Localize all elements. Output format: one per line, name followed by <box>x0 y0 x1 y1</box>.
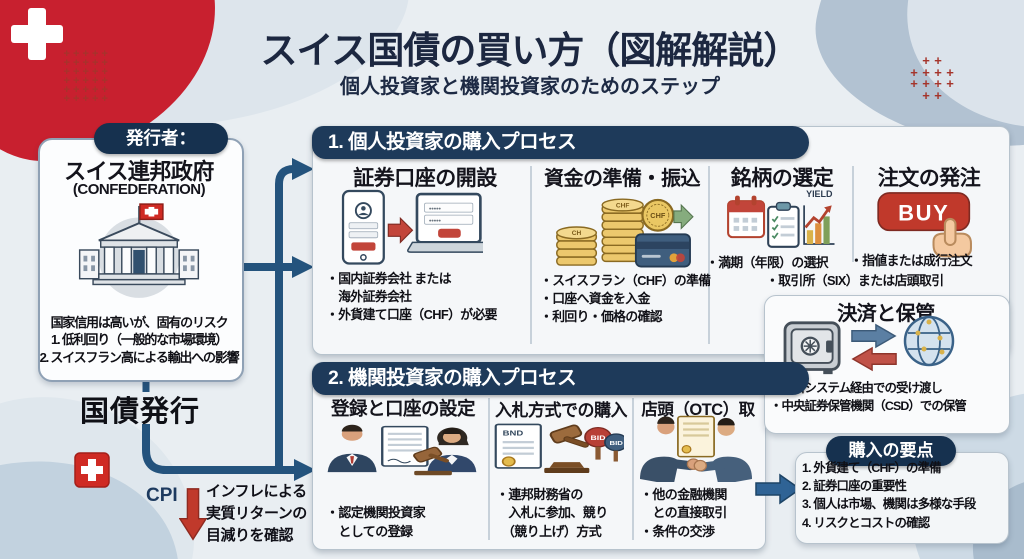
buy-button-pointer-icon: BUY <box>877 192 972 258</box>
calendar-checklist-chart-icon: YIELD <box>727 189 835 248</box>
parliament-building-icon <box>78 203 200 298</box>
divider <box>632 398 634 540</box>
bullet: ・外貨建て口座（CHF）が必要 <box>326 307 497 323</box>
divider <box>530 166 532 344</box>
coin-face-chf: CHF <box>650 211 666 220</box>
buy-label: BUY <box>898 201 949 226</box>
divider <box>852 166 854 262</box>
coin-label-chf: CHF <box>616 203 630 210</box>
step2-title: 資金の準備・振込 <box>544 168 701 190</box>
phone-signup-to-laptop-icon: ••••• ••••• <box>341 189 484 265</box>
bullet: ・指値または成行注文 <box>850 253 973 268</box>
bullet: ・認定機関投資家 としての登録 <box>326 505 426 539</box>
plus-pattern-top-left: ++++++++++++++++++++++++++++++ <box>63 48 108 105</box>
bullet: ・条件の交渉 <box>640 523 715 539</box>
bullet: ・スイスフラン（CHF）の準備 <box>540 273 711 288</box>
step2-bullets: ・スイスフラン（CHF）の準備 ・口座へ資金を入金 ・利回り・価格の確認 <box>540 272 716 326</box>
masked-field-dots: ••••• <box>429 205 441 212</box>
divider <box>488 398 490 540</box>
transfer-arrows-icon <box>851 323 897 372</box>
bullet: ・中央証券保管機関（CSD）での保管 <box>770 398 967 413</box>
keypoint-item: 4. リスクとコストの確認 <box>802 515 930 530</box>
swiss-flag-icon <box>74 452 110 488</box>
issuer-risk-notes: 国家信用は高いが、固有のリスク 1. 低利回り（一般的な市場環境） 2. スイス… <box>28 314 250 366</box>
bullet: ・他の金融機関 との直接取引 <box>640 487 727 521</box>
bullet: ・国内証券会社 または 海外証券会社 <box>326 271 452 305</box>
bullet: ・連邦財務省の 入札に参加、競り （競り上げ）方式 <box>496 487 608 539</box>
step1-bullets: ・国内証券会社 または 海外証券会社 ・外貨建て口座（CHF）が必要 <box>326 270 532 324</box>
step4-bullet-1: ・指値または成行注文 <box>850 252 1012 270</box>
bullet: ・口座へ資金を入金 <box>540 291 650 307</box>
step6-title: 入札方式での購入 <box>495 401 628 420</box>
bnd-label: BND <box>503 429 524 437</box>
registration-contract-gavel-icon <box>327 424 477 476</box>
issuer-name-en: (CONFEDERATION) <box>72 181 206 198</box>
cpi-label: CPI <box>146 485 178 506</box>
step6-bullets: ・連邦財務省の 入札に参加、競り （競り上げ）方式 <box>496 486 636 541</box>
page-title: スイス国債の買い方（図解解説） <box>260 30 801 71</box>
keypoints-list: 1. 外貨建て（CHF）の準備 2. 証券口座の重要性 3. 個人は市場、機関は… <box>802 459 1010 532</box>
yield-label: YIELD <box>806 189 833 199</box>
keypoint-item: 1. 外貨建て（CHF）の準備 <box>802 461 942 475</box>
bond-auction-gavel-bid-icon: BND BID BID <box>494 423 624 474</box>
keypoint-item: 2. 証券口座の重要性 <box>802 479 907 494</box>
keypoints-title: 購入の要点 <box>826 436 956 466</box>
to-keypoints-arrow <box>755 473 802 505</box>
issuer-badge: 発行者： <box>94 123 228 154</box>
issuer-name: スイス連邦政府 <box>64 159 214 184</box>
step4-title: 注文の発注 <box>877 167 981 190</box>
plus-pattern-top-right: ++++++++++++ <box>910 53 954 103</box>
bid-label-blue: BID <box>609 441 622 447</box>
bullet: ・利回り・価格の確認 <box>540 309 663 325</box>
bullet: ・決済システム経由での受け渡し <box>770 381 943 395</box>
settlement-bullets: ・決済システム経由での受け渡し ・中央証券保管機関（CSD）での保管 <box>770 380 1006 415</box>
divider <box>708 166 710 344</box>
keypoints-box <box>795 452 1009 544</box>
section2-header: 2. 機関投資家の購入プロセス <box>312 362 809 395</box>
step3-bullets: ・満期（年限）の選択 <box>706 254 866 272</box>
step4-bullet-2: ・取引所（SIX）または店頭取引 <box>766 272 1012 290</box>
chf-coins-card-icon: CH CHF CHF <box>556 198 694 268</box>
global-network-icon <box>903 315 955 367</box>
keypoint-item: 3. 個人は市場、機関は多様な手段 <box>802 497 976 512</box>
step7-bullets: ・他の金融機関 との直接取引 ・条件の交渉 <box>640 486 764 541</box>
bid-label-red: BID <box>591 434 606 442</box>
page-subtitle: 個人投資家と機関投資家のためのステップ <box>340 76 720 98</box>
cpi-note: インフレによる 実質リターンの 目減りを確認 <box>206 483 307 544</box>
bond-issuance-label: 国債発行 <box>80 396 201 428</box>
coin-label-ch: CH <box>572 230 582 237</box>
risk-heading: 国家信用は高いが、固有のリスク <box>50 315 229 330</box>
risk-item-1: 1. 低利回り（一般的な市場環境） <box>50 332 228 348</box>
section1-header: 1. 個人投資家の購入プロセス <box>312 126 809 159</box>
otc-handshake-icon <box>640 415 752 482</box>
bullet: ・満期（年限）の選択 <box>706 255 829 270</box>
step1-title: 証券口座の開設 <box>353 167 497 190</box>
bullet: ・取引所（SIX）または店頭取引 <box>766 273 944 288</box>
swiss-cross-icon <box>11 8 63 60</box>
masked-field-dots: ••••• <box>429 217 441 224</box>
step5-title: 登録と口座の設定 <box>330 398 476 419</box>
risk-item-2: 2. スイスフラン高による輸出への影響 <box>39 349 240 365</box>
step5-bullets: ・認定機関投資家 としての登録 ・専門口座の開設 <box>326 486 490 559</box>
settlement-title: 決済と保管 <box>837 303 935 325</box>
step3-title: 銘柄の選定 <box>730 167 834 190</box>
cpi-down-arrow-icon <box>179 488 207 541</box>
